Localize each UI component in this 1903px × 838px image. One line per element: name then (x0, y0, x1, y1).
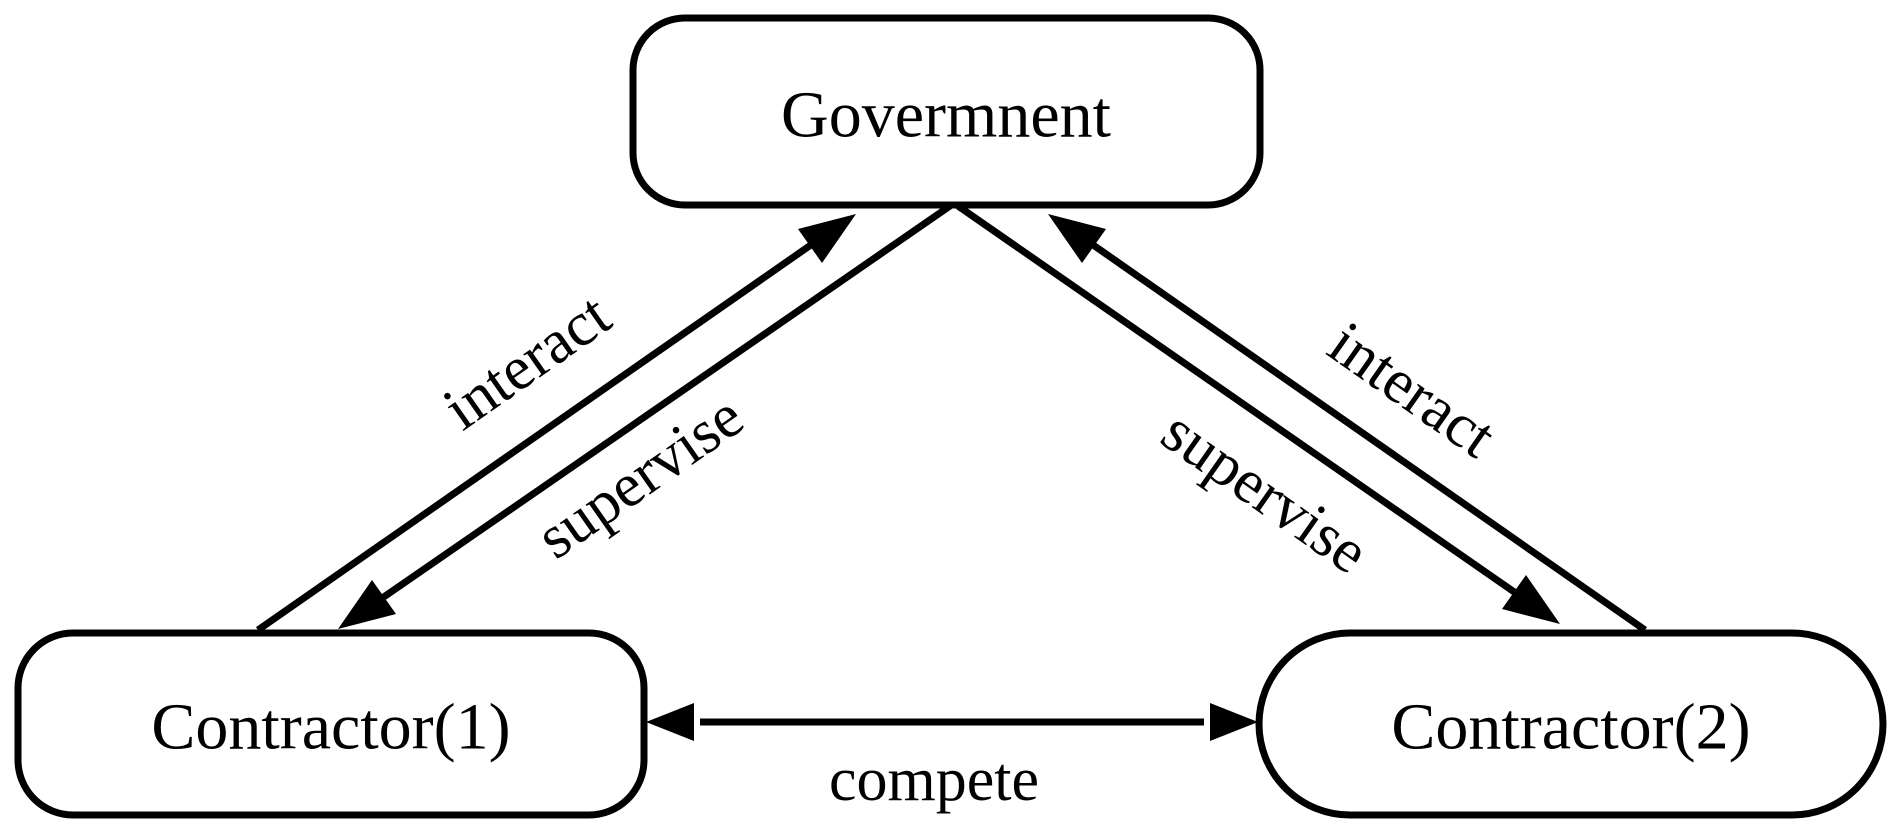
edge-compete: compete (646, 703, 1258, 814)
edge-interact-left: interact (255, 214, 856, 633)
contractor-1-label: Contractor(1) (151, 691, 510, 764)
supervise-left-line (376, 203, 952, 604)
interact-right-arrowhead-icon (1048, 214, 1106, 263)
compete-right-arrowhead-icon (1210, 703, 1258, 741)
interact-left-line (255, 237, 821, 633)
node-contractor-2: Contractor(2) (1255, 629, 1887, 819)
compete-left-arrowhead-icon (646, 703, 694, 741)
interact-right-line (1083, 237, 1648, 633)
node-contractor-1: Contractor(1) (14, 629, 648, 819)
supervise-right-arrowhead-icon (1502, 575, 1560, 624)
government-box (629, 14, 1264, 209)
interact-left-arrowhead-icon (798, 214, 856, 263)
contractor-2-label: Contractor(2) (1391, 691, 1750, 764)
interact-left-label: interact (431, 281, 622, 443)
supervise-left-arrowhead-icon (338, 580, 396, 629)
contractor-1-box (14, 629, 648, 819)
edge-supervise-left: supervise (338, 203, 952, 629)
contractor-2-box (1255, 629, 1887, 819)
node-government: Govermnent (629, 14, 1264, 209)
compete-label: compete (829, 746, 1039, 814)
supervise-right-line (956, 203, 1522, 599)
government-label: Govermnent (781, 79, 1111, 152)
interact-right-label: interact (1316, 309, 1507, 471)
